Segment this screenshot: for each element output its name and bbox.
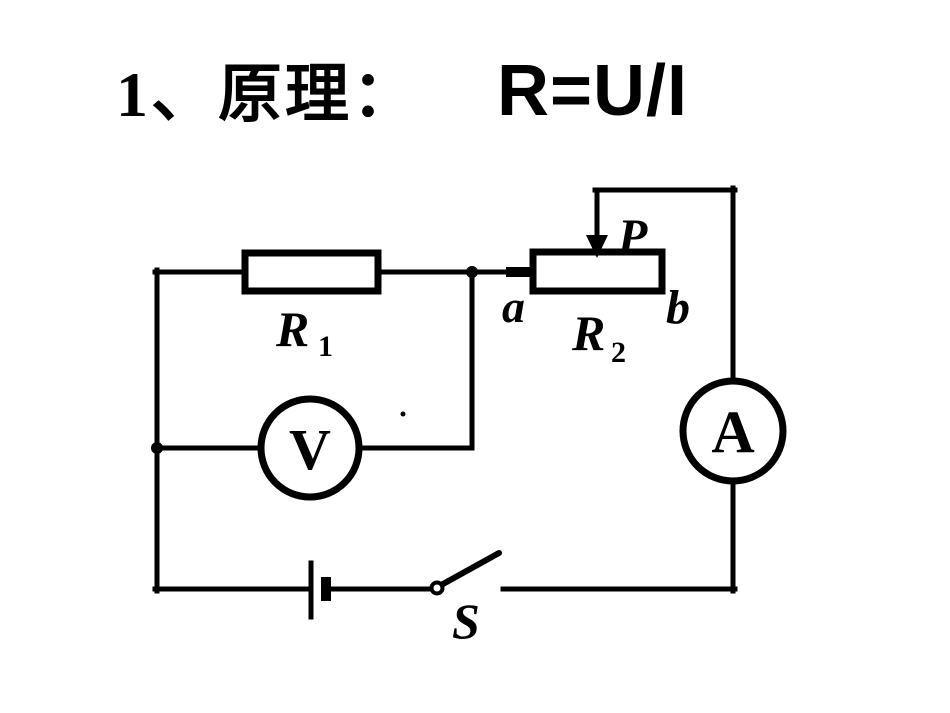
formula-text: R=U/I [497,51,689,131]
r2-label: R [571,305,605,361]
voltmeter-label: V [289,417,331,482]
resistor-r1-box [241,249,382,295]
slider-p-label: P [617,210,648,263]
r1-label: R [275,301,309,357]
r2-subscript: 2 [611,336,626,369]
r1-subscript: 1 [318,330,333,363]
switch-lever [440,550,502,587]
slide-title: 1、原理： [116,59,419,130]
terminal-b-label: b [666,281,690,334]
slider-arrow-head [586,235,608,258]
terminal-a-label: a [502,281,525,332]
switch-s-label: S [452,593,480,649]
switch-hinge [429,580,445,596]
ink-speck [400,411,406,417]
ammeter-label: A [711,399,754,465]
